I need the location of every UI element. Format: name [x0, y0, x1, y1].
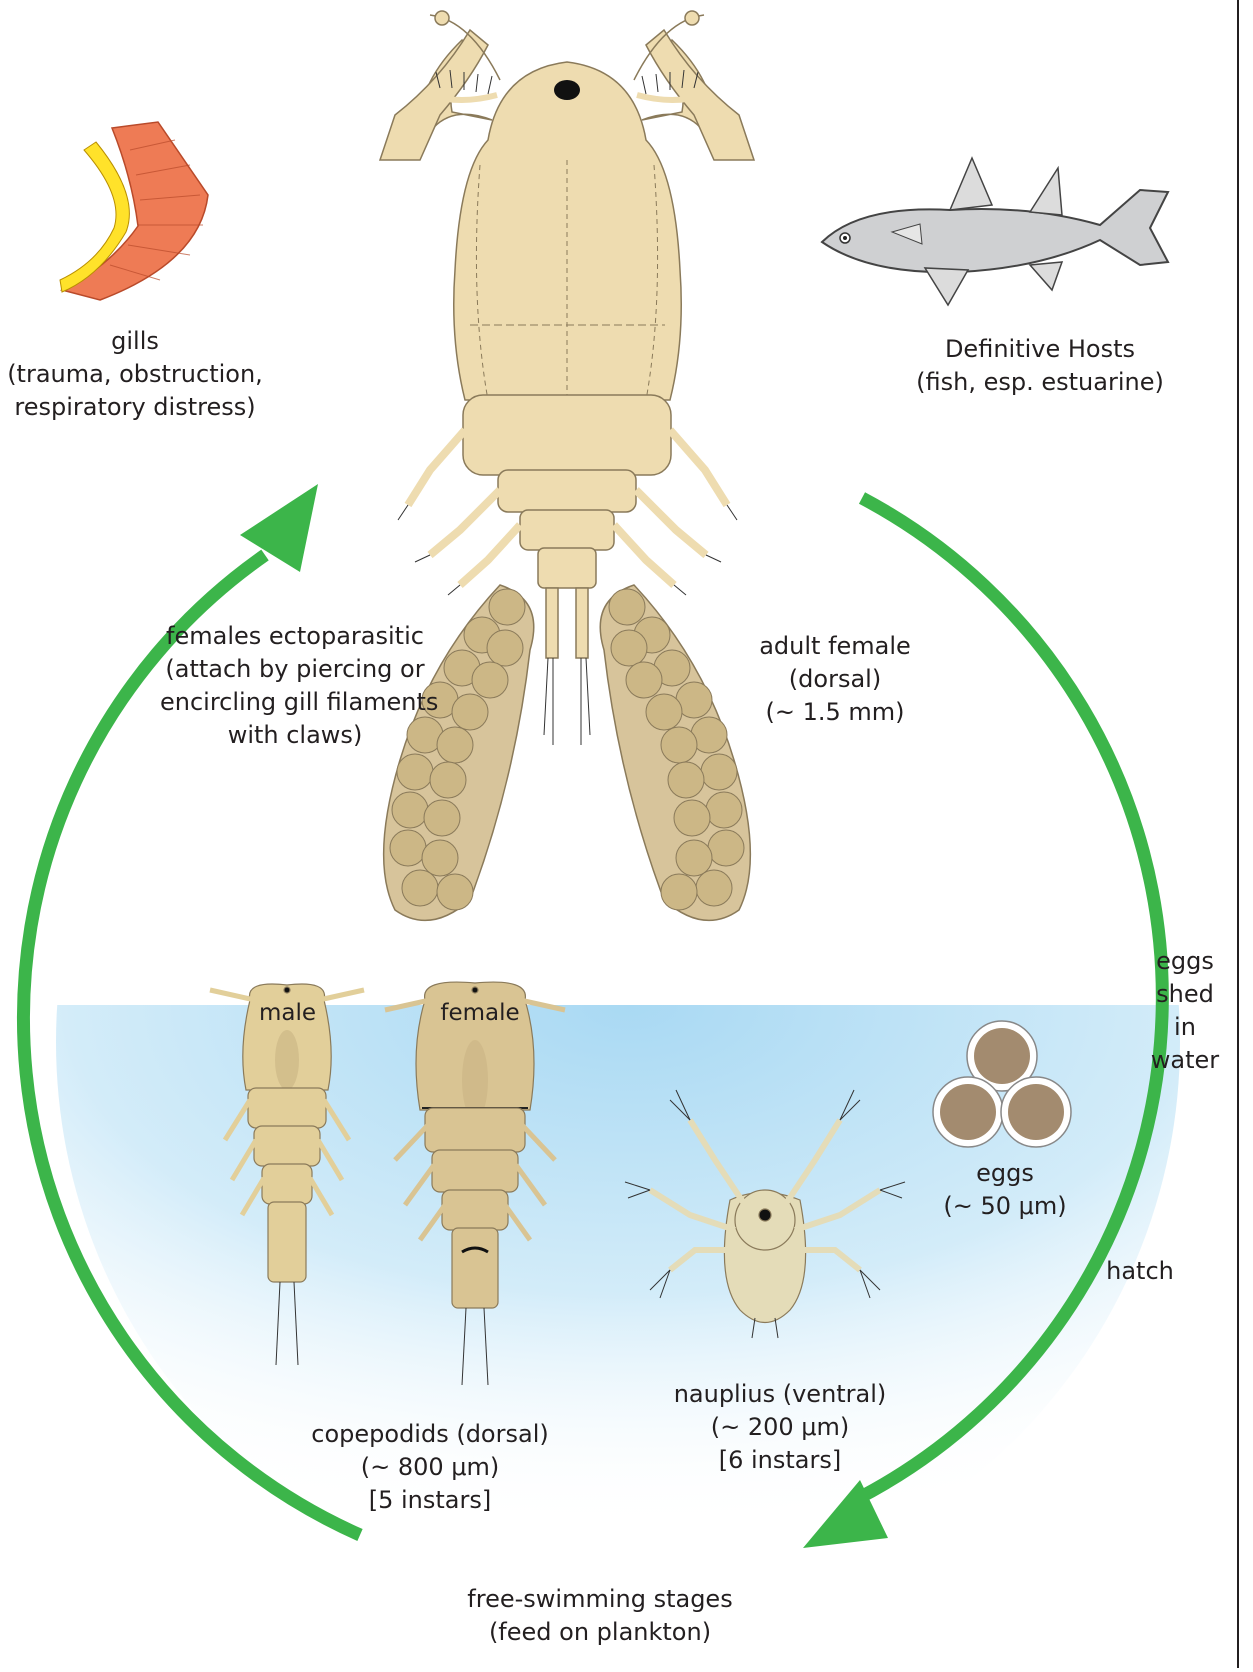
fish-icon — [822, 158, 1168, 305]
females-label: females ectoparasitic(attach by piercing… — [160, 620, 430, 752]
hatch-label: hatch — [1085, 1255, 1195, 1288]
gills-label: gills(trauma, obstruction,respiratory di… — [0, 325, 270, 424]
nauplius-label: nauplius (ventral)(~ 200 μm)[6 instars] — [655, 1378, 905, 1477]
male-label: male — [240, 997, 335, 1030]
free-swimming-label: free-swimming stages(feed on plankton) — [440, 1583, 760, 1649]
adult-female-label: adult female(dorsal)(~ 1.5 mm) — [735, 630, 935, 729]
adult-female-icon — [380, 11, 754, 920]
female-label: female — [425, 997, 535, 1030]
copepodids-label: copepodids (dorsal)(~ 800 μm)[5 instars] — [300, 1418, 560, 1517]
gill-icon — [60, 122, 208, 300]
hosts-label: Definitive Hosts(fish, esp. estuarine) — [890, 333, 1190, 399]
eggs-label: eggs(~ 50 μm) — [935, 1157, 1075, 1223]
